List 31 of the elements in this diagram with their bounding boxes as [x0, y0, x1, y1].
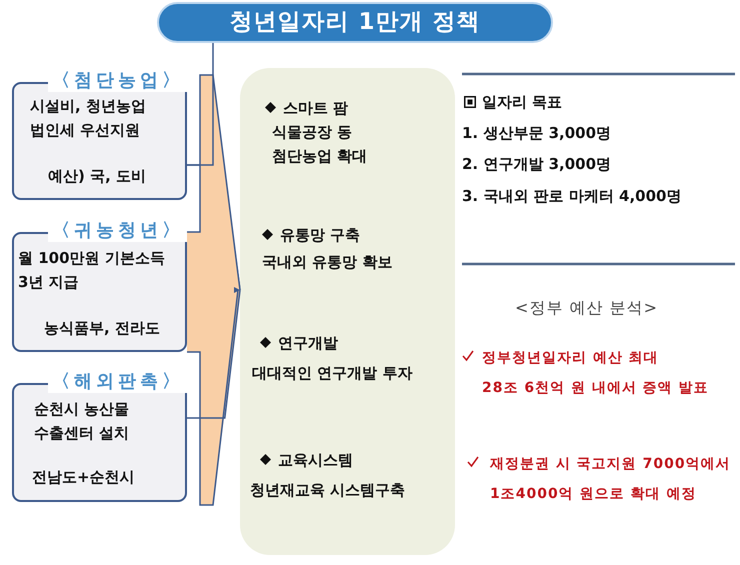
panel [240, 68, 455, 555]
box-text: 월 100만원 기본소득 3년 지급 [18, 248, 166, 293]
item-text: 식물공장 동 첨단농업 확대 [272, 122, 368, 167]
list-item: 2. 연구개발 3,000명 [462, 154, 612, 175]
note-text: 1조4000억 원으로 확대 예정 [490, 485, 696, 504]
title-banner: 청년일자리 1만개 정책 [157, 2, 553, 43]
box-text: 예산) 국, 도비 [48, 166, 146, 187]
list-item: 1. 생산부문 3,000명 [462, 123, 612, 144]
item-heading: 연구개발 [278, 333, 338, 354]
note-text: 정부청년일자리 예산 최대 [482, 349, 659, 368]
box-heading: 〈첨단농업〉 [48, 70, 188, 92]
list-item: 3. 국내외 판로 마케터 4,000명 [462, 186, 682, 207]
list-heading: 일자리 목표 [482, 92, 562, 113]
box-heading: 〈귀농청년〉 [48, 220, 188, 242]
item-heading: 스마트 팜 [283, 98, 348, 119]
note-text: 재정분권 시 국고지원 7000억에서 [490, 455, 731, 474]
item-text: 국내외 유통망 확보 [262, 252, 392, 273]
block-arrow [186, 74, 241, 506]
box-text: 농식품부, 전라도 [44, 318, 160, 339]
item-text: 대대적인 연구개발 투자 [252, 363, 412, 384]
connector-line [187, 290, 241, 419]
item-heading: 교육시스템 [278, 450, 353, 471]
box-heading: 〈해외판촉〉 [48, 371, 188, 393]
item-heading: 유통망 구축 [280, 225, 360, 246]
item-text: 청년재교육 시스템구축 [250, 480, 406, 501]
connector-line [187, 43, 214, 166]
box-text: 시설비, 청년농업 법인세 우선지원 [30, 96, 147, 141]
box-text: 전남도+순천시 [32, 467, 135, 488]
note-text: 28조 6천억 원 내에서 증액 발표 [482, 379, 709, 398]
section-heading: <정부 예산 분석> [515, 297, 658, 319]
box-text: 순천시 농산물 수출센터 설치 [34, 399, 130, 444]
